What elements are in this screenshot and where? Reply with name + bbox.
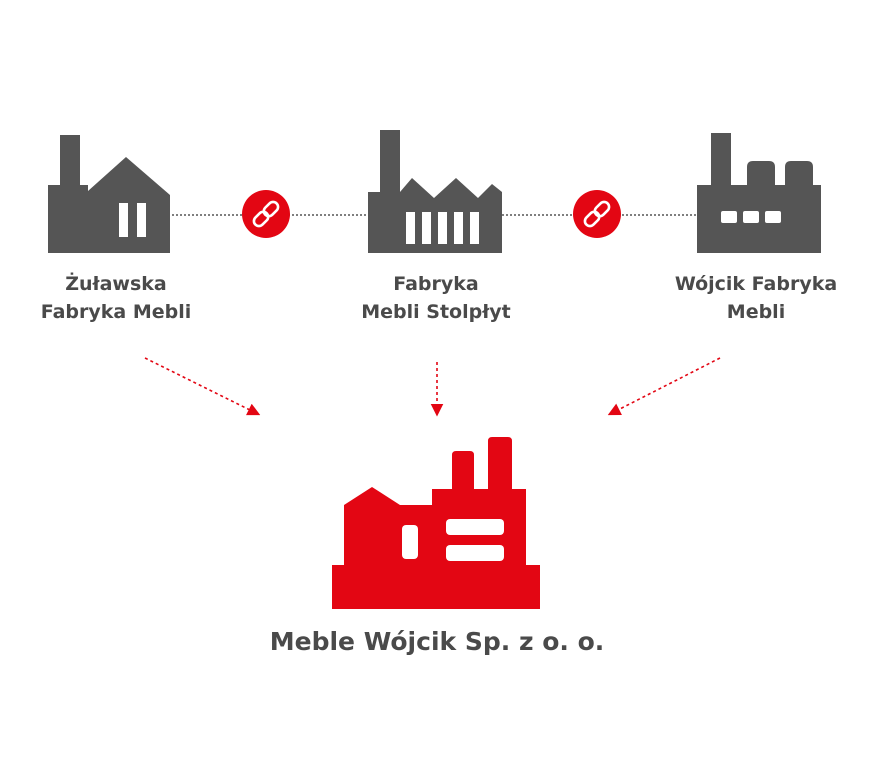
link-icon [573, 190, 621, 238]
factory-label-line: Żuławska [65, 273, 167, 295]
link-icon [242, 190, 290, 238]
result-company-label: Meble Wójcik Sp. z o. o. [237, 625, 637, 659]
factory-icon [332, 437, 540, 609]
factory-label-wojcik: Wójcik Fabryka Mebli [656, 270, 856, 326]
factory-icon [48, 135, 170, 253]
factory-label-line: Mebli [726, 301, 786, 323]
factory-label-line: Mebli Stolpłyt [361, 301, 511, 323]
factory-icon [368, 130, 502, 253]
factory-label-line: Fabryka [393, 273, 479, 295]
factory-label-stolplyt: Fabryka Mebli Stolpłyt [336, 270, 536, 326]
factory-label-line: Wójcik Fabryka [674, 273, 838, 295]
factory-icon [697, 133, 821, 253]
merge-arrow-left [144, 357, 261, 416]
factory-label-line: Fabryka Mebli [40, 301, 192, 323]
result-label-text: Meble Wójcik Sp. z o. o. [269, 627, 605, 656]
merge-arrow-right [607, 357, 721, 416]
factory-label-zulawska: Żuławska Fabryka Mebli [16, 270, 216, 326]
